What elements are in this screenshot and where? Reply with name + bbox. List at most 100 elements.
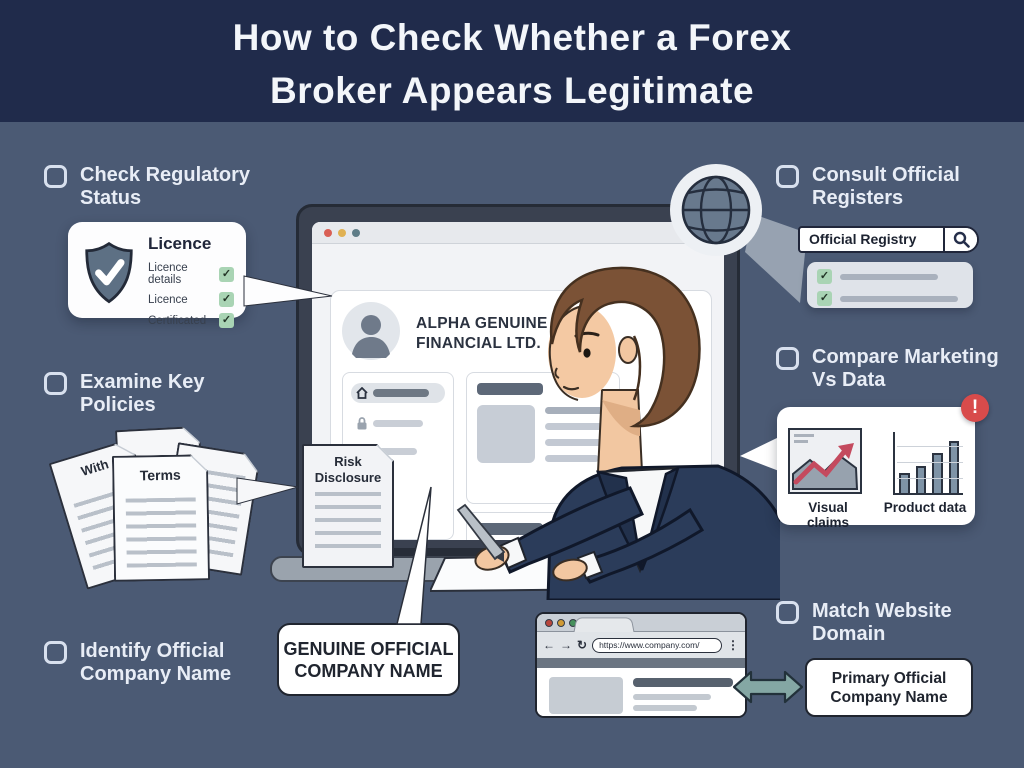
product-data-chart — [893, 432, 963, 495]
licence-card-title: Licence — [148, 234, 212, 253]
licence-row: Licence ✓ — [148, 292, 234, 307]
browser-tab[interactable] — [573, 617, 635, 633]
checklist-label: Compare Marketing Vs Data — [812, 346, 999, 391]
shield-check-icon — [85, 242, 133, 304]
result-text-bar — [840, 295, 958, 302]
checklist-item-company-name: Identify Official Company Name — [44, 640, 245, 686]
content-heading-bar — [477, 383, 543, 395]
checklist-item-registers: Consult Official Registers — [776, 164, 967, 210]
policy-document-terms: Terms — [112, 454, 210, 582]
checkbox[interactable] — [776, 165, 799, 188]
primary-box-text: Primary Official Company Name — [830, 669, 948, 706]
bar — [932, 453, 943, 493]
browser-titlebar — [537, 614, 745, 633]
content-text-bar — [545, 455, 599, 462]
page-fold — [182, 427, 200, 445]
forward-arrow-icon[interactable]: → — [560, 638, 572, 652]
globe-icon — [670, 164, 762, 256]
arm — [575, 507, 705, 584]
product-data-label: Product data — [883, 500, 967, 515]
bar — [948, 441, 959, 493]
hand — [552, 558, 588, 582]
registry-search-button[interactable] — [943, 228, 977, 251]
webpage-text-bar — [633, 705, 697, 711]
webpage-title-bar — [633, 678, 733, 687]
content-text-bar — [545, 439, 607, 446]
check-icon[interactable]: ✓ — [817, 291, 832, 306]
menu-bar — [373, 389, 429, 397]
result-text-bar — [840, 273, 938, 280]
checkbox[interactable] — [44, 641, 67, 664]
window-dot-red — [324, 229, 332, 237]
url-address-bar[interactable]: https://www.company.com/ — [592, 637, 722, 653]
registry-results-card: ✓ ✓ — [807, 262, 973, 308]
registry-result-row: ✓ — [817, 269, 963, 284]
menu-bar — [373, 420, 423, 427]
content-text-bar — [545, 423, 607, 430]
company-name-callout: GENUINE OFFICIAL COMPANY NAME — [277, 623, 460, 696]
document-title: Risk Disclosure — [314, 454, 382, 485]
checklist-label: Identify Official Company Name — [80, 640, 232, 685]
nose — [554, 367, 560, 379]
check-icon[interactable]: ✓ — [219, 292, 234, 307]
page-title-line2: Broker Appears Legitimate — [269, 70, 755, 111]
content-heading-bar — [477, 523, 543, 535]
callout-text: GENUINE OFFICIAL COMPANY NAME — [283, 638, 454, 681]
check-icon[interactable]: ✓ — [219, 313, 234, 328]
match-double-arrow-icon — [733, 670, 803, 704]
eye — [583, 348, 591, 358]
checkbox[interactable] — [44, 165, 67, 188]
page-title-line1: How to Check Whether a Forex — [232, 17, 792, 58]
window-dot-red — [545, 619, 553, 627]
hair — [549, 266, 701, 428]
licence-row-label: Licence details — [148, 262, 188, 286]
bar — [915, 466, 926, 493]
webpage-text-bar — [633, 694, 711, 700]
mouth — [562, 385, 580, 391]
back-arrow-icon[interactable]: ← — [543, 638, 555, 652]
checklist-label: Consult Official Registers — [812, 164, 960, 209]
window-dot-yellow — [338, 229, 346, 237]
compare-card: ! ! — [777, 394, 989, 525]
ear — [618, 336, 638, 364]
window-dot-yellow — [557, 619, 565, 627]
reload-icon[interactable]: ↻ — [577, 638, 588, 652]
checklist-label: Check Regulatory Status — [80, 164, 251, 209]
licence-row: Certificated ✓ — [148, 313, 234, 328]
checklist-item-policies: Examine Key Policies — [44, 371, 220, 417]
webpage-content — [537, 668, 745, 716]
checkbox[interactable] — [44, 372, 67, 395]
checklist-item-domain: Match Website Domain — [776, 600, 967, 646]
check-icon[interactable]: ✓ — [817, 269, 832, 284]
registry-search-bar[interactable]: Official Registry — [798, 226, 979, 253]
title-band: How to Check Whether a Forex Broker Appe… — [0, 0, 1024, 122]
licence-row-label: Certificated — [148, 314, 207, 327]
checkbox[interactable] — [776, 347, 799, 370]
licence-row: Licence details ✓ — [148, 262, 234, 286]
checklist-label: Examine Key Policies — [80, 371, 205, 416]
page-fold — [240, 453, 259, 472]
browser-chrome-bar — [312, 222, 724, 244]
licence-row-label: Licence — [148, 293, 188, 306]
registry-result-row: ✓ — [817, 291, 963, 306]
content-image-placeholder — [477, 405, 535, 463]
checkbox[interactable] — [776, 601, 799, 624]
checklist-item-marketing: Compare Marketing Vs Data — [776, 346, 1002, 392]
broker-company-name: ALPHA GENUINE FINANCIAL LTD. — [416, 315, 548, 352]
check-icon[interactable]: ✓ — [219, 266, 234, 282]
gridline — [897, 445, 963, 447]
document-text-lines — [126, 498, 197, 568]
warning-badge-icon: ! — [961, 394, 989, 422]
gridline — [897, 477, 963, 479]
gridline — [897, 461, 963, 463]
webpage-image-placeholder — [549, 677, 623, 714]
menu-bar — [373, 448, 417, 455]
website-browser-window: ← → ↻ https://www.company.com/ ⋮ — [535, 612, 747, 718]
lock-icon — [357, 417, 367, 430]
document-text-lines — [315, 492, 382, 554]
menu-dots-icon[interactable]: ⋮ — [727, 638, 739, 652]
avatar — [342, 302, 400, 360]
registry-search-input[interactable]: Official Registry — [809, 231, 917, 247]
content-text-bar — [545, 407, 607, 414]
